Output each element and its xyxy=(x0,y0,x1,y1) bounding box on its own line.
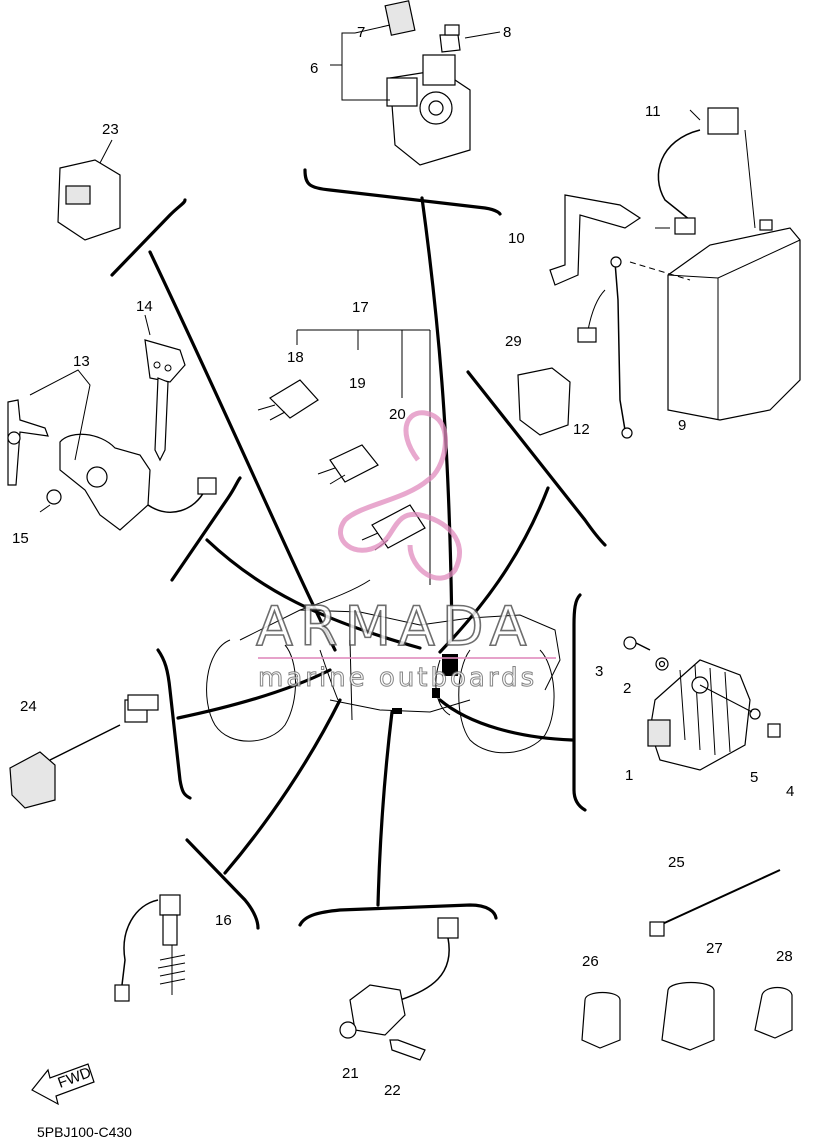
part-label-5: 5 xyxy=(750,769,758,786)
watermark-tagline: marine outboards xyxy=(258,663,537,693)
part-label-14: 14 xyxy=(136,298,153,315)
part-label-23: 23 xyxy=(102,121,119,138)
part-label-22: 22 xyxy=(384,1082,401,1099)
part-label-1: 1 xyxy=(625,767,633,784)
part-label-19: 19 xyxy=(349,375,366,392)
rectifier-regulator xyxy=(623,636,781,771)
part-label-15: 15 xyxy=(12,530,29,547)
switch-21 xyxy=(339,917,459,1061)
part-label-11: 11 xyxy=(645,103,661,120)
part-label-29: 29 xyxy=(505,333,522,350)
part-label-18: 18 xyxy=(287,349,304,366)
group-brackets xyxy=(110,168,607,930)
drawing-code: 5PBJ100-C430 xyxy=(37,1124,132,1140)
part-label-26: 26 xyxy=(582,953,599,970)
sensor-24 xyxy=(9,694,159,809)
part-number-labels: 1 2 3 4 5 6 7 8 9 10 11 12 13 14 15 16 1… xyxy=(12,24,794,1099)
part-label-21: 21 xyxy=(342,1065,359,1082)
part-label-4: 4 xyxy=(786,783,794,800)
part-label-13: 13 xyxy=(73,353,90,370)
part-label-7: 7 xyxy=(357,24,365,41)
main-switch xyxy=(7,314,217,531)
relay-23 xyxy=(57,139,121,241)
fwd-arrow: FWD xyxy=(31,1063,95,1106)
battery-group xyxy=(549,107,801,439)
part-label-9: 9 xyxy=(678,417,686,434)
watermark-logo xyxy=(338,410,463,581)
part-label-17: 17 xyxy=(352,299,369,316)
part-label-28: 28 xyxy=(776,948,793,965)
fuses xyxy=(257,329,431,585)
part-label-16: 16 xyxy=(215,912,232,929)
part-label-20: 20 xyxy=(389,406,406,423)
part-label-10: 10 xyxy=(508,230,525,247)
starter-relay xyxy=(330,0,501,166)
switch-16 xyxy=(114,894,186,1002)
leader-lines xyxy=(148,196,574,907)
clamps xyxy=(581,869,793,1051)
part-label-6: 6 xyxy=(310,60,318,77)
part-label-25: 25 xyxy=(668,854,685,871)
part-label-12: 12 xyxy=(573,421,590,438)
watermark-brand: ARMADA xyxy=(256,595,534,658)
part-label-8: 8 xyxy=(503,24,511,41)
part-label-3: 3 xyxy=(595,663,603,680)
part-label-27: 27 xyxy=(706,940,723,957)
part-label-24: 24 xyxy=(20,698,37,715)
relay-29 xyxy=(517,367,571,436)
part-label-2: 2 xyxy=(623,680,631,697)
